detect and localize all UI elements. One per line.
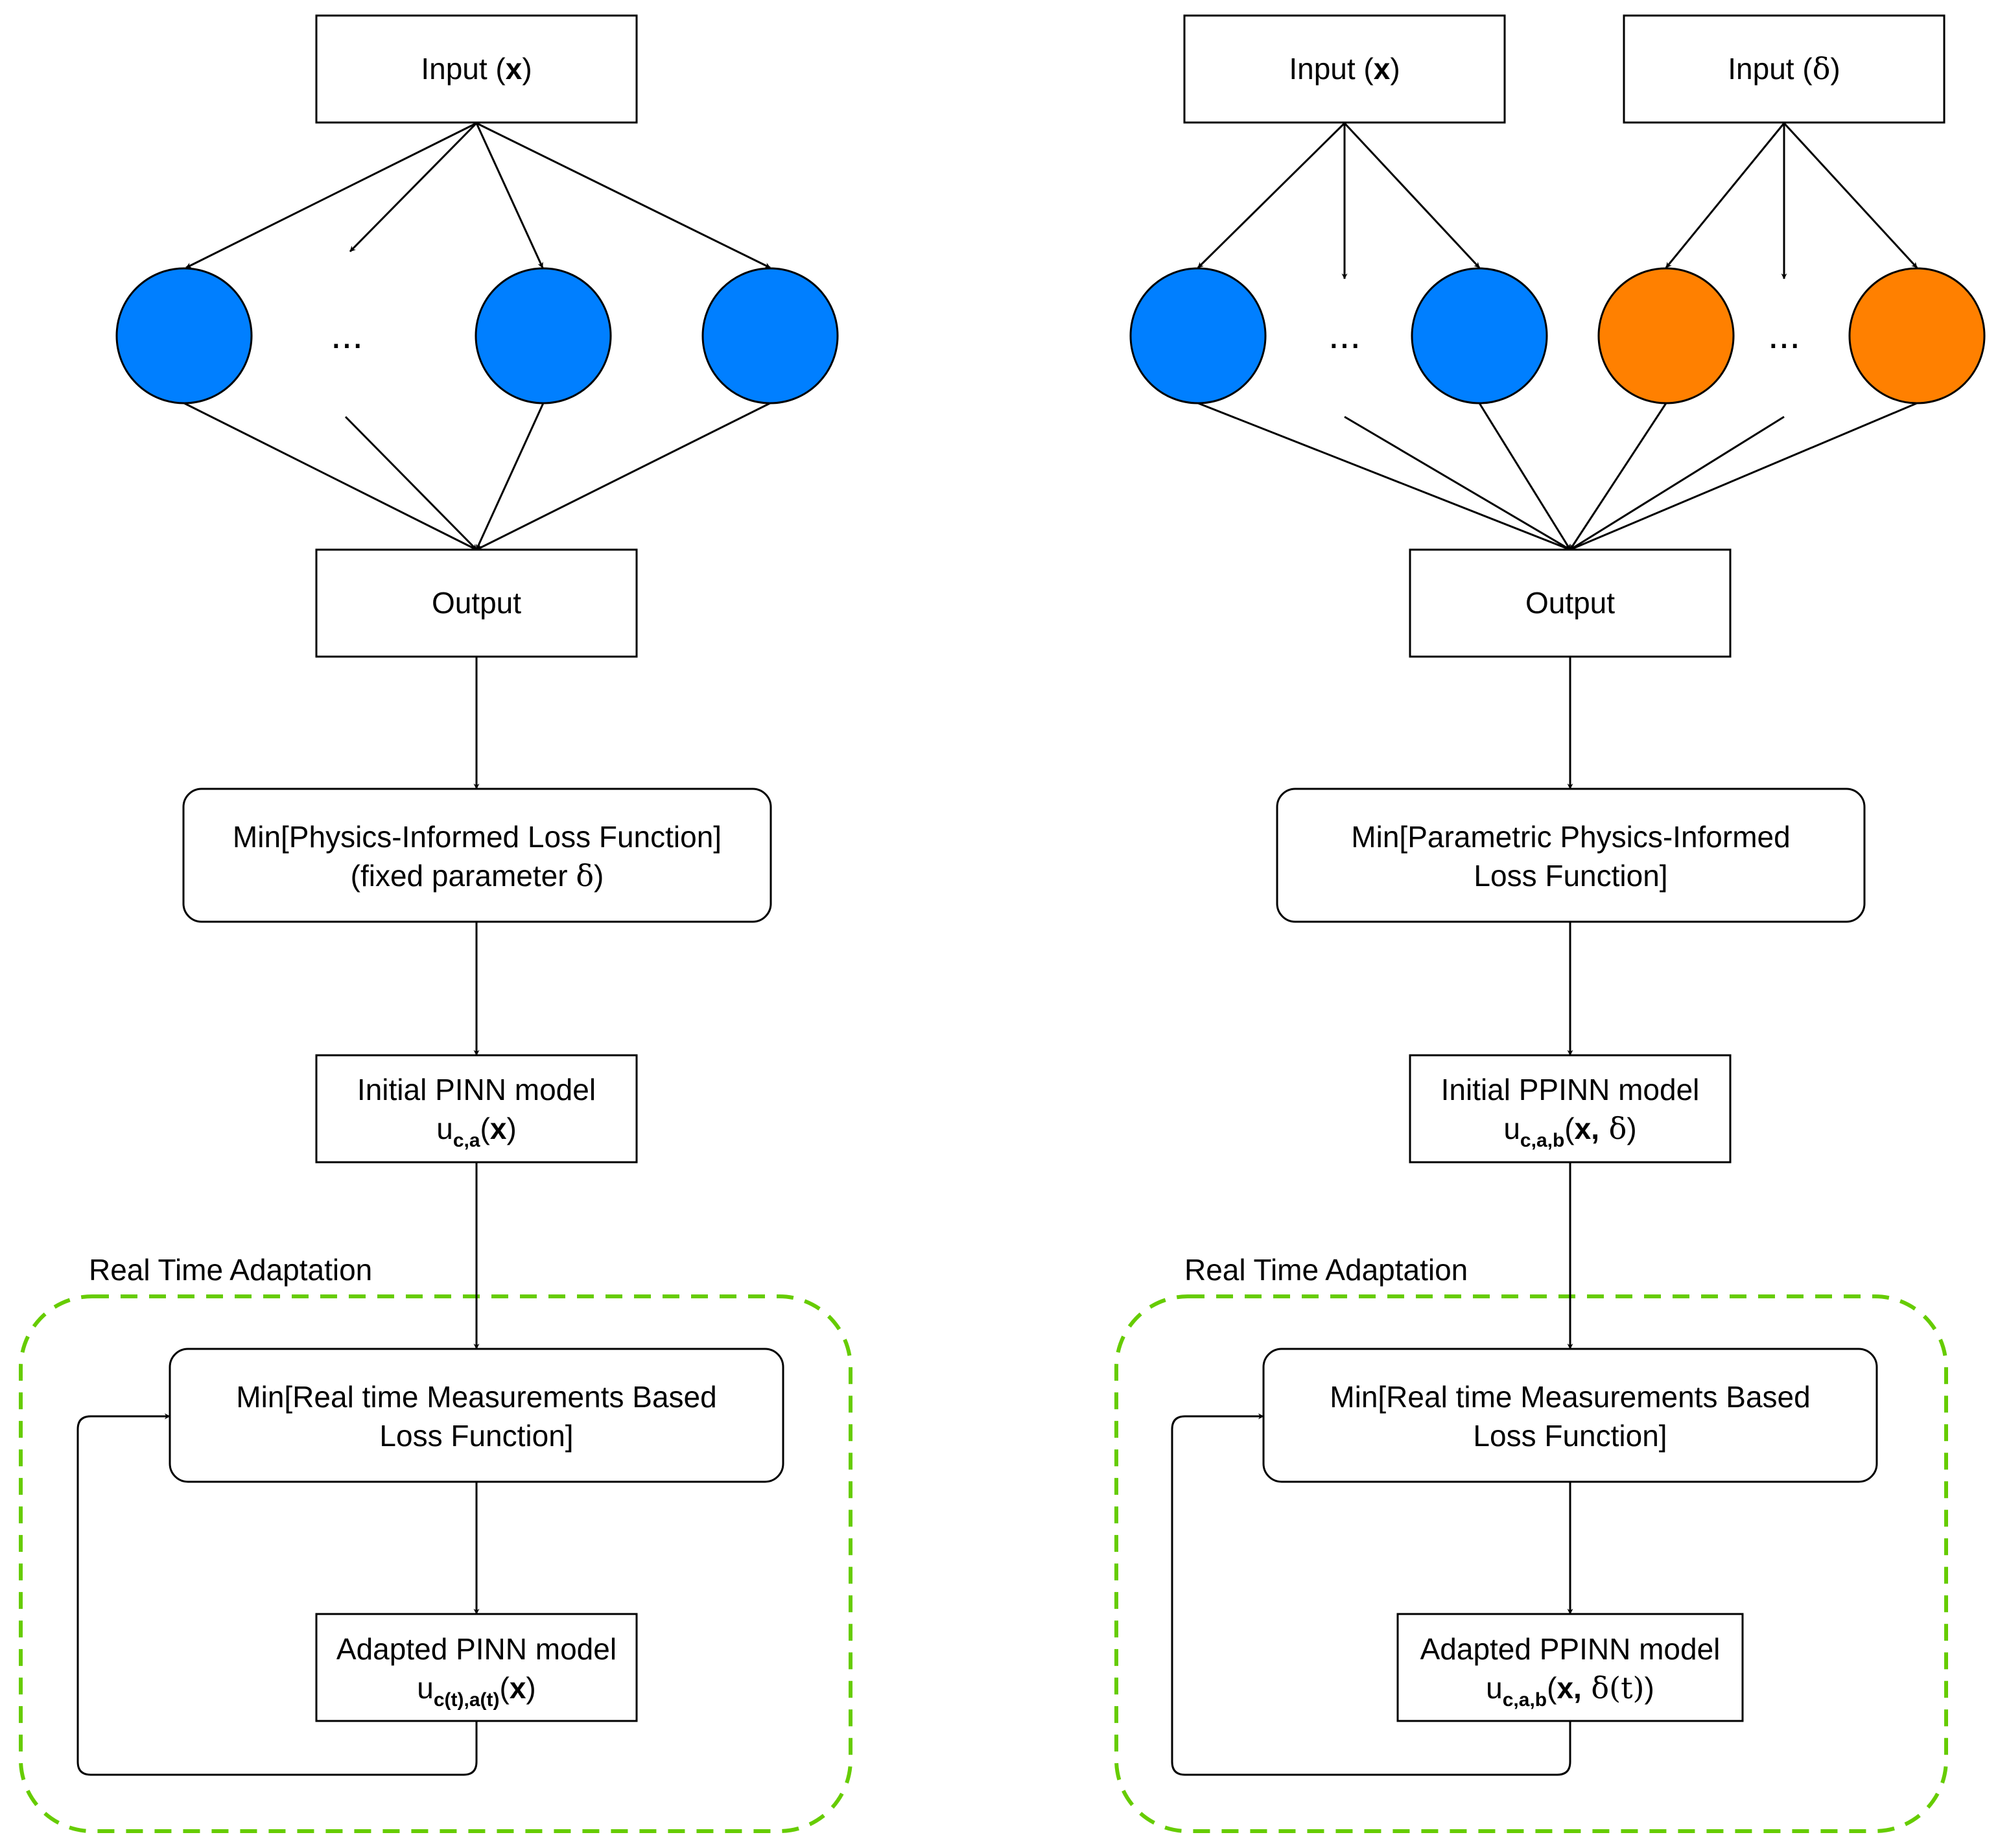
svg-text:Output: Output bbox=[1525, 586, 1615, 620]
svg-text:Loss Function]: Loss Function] bbox=[379, 1419, 573, 1453]
right-orange-node-1 bbox=[1597, 267, 1735, 404]
left-output-node: Output bbox=[315, 548, 638, 658]
left-blue-node-3 bbox=[701, 267, 839, 404]
svg-text:Adapted PPINN model: Adapted PPINN model bbox=[1420, 1632, 1721, 1666]
svg-text:Min[Real time Measurements Bas: Min[Real time Measurements Based bbox=[1330, 1380, 1810, 1414]
left-real-time-adaptation-label: Real Time Adaptation bbox=[89, 1253, 372, 1287]
svg-text:Min[Parametric Physics-Informe: Min[Parametric Physics-Informed bbox=[1351, 820, 1790, 854]
svg-text:(fixed parameter δ): (fixed parameter δ) bbox=[351, 858, 604, 893]
right-blue-ellipsis: ... bbox=[1328, 313, 1361, 357]
svg-text:Loss Function]: Loss Function] bbox=[1473, 1419, 1667, 1453]
right-hidden-layer: ... ... bbox=[1129, 267, 1986, 404]
svg-text:Min[Real time Measurements Bas: Min[Real time Measurements Based bbox=[236, 1380, 716, 1414]
svg-text:Output: Output bbox=[432, 586, 521, 620]
right-realtime-loss-node: Min[Real time Measurements Based Loss Fu… bbox=[1262, 1348, 1878, 1483]
svg-text:Loss Function]: Loss Function] bbox=[1474, 859, 1667, 893]
left-hidden-layer: ... bbox=[115, 267, 839, 404]
right-orange-ellipsis: ... bbox=[1768, 313, 1800, 357]
right-parametric-loss-node: Min[Parametric Physics-Informed Loss Fun… bbox=[1276, 788, 1866, 923]
right-real-time-adaptation-label: Real Time Adaptation bbox=[1184, 1253, 1468, 1287]
right-orange-node-2 bbox=[1848, 267, 1986, 404]
left-adapted-pinn-node: Adapted PINN model uc(t),a(t)(x) bbox=[315, 1613, 638, 1722]
svg-text:Input (x): Input (x) bbox=[421, 52, 532, 86]
right-input-delta-edges bbox=[1665, 122, 1918, 279]
svg-text:uc,a,b(x, δ): uc,a,b(x, δ) bbox=[1503, 1111, 1636, 1151]
left-physics-loss-node: Min[Physics-Informed Loss Function] (fix… bbox=[182, 788, 772, 923]
left-feedback-loop-edge bbox=[76, 1413, 478, 1776]
left-input-edges bbox=[185, 122, 771, 269]
svg-text:Initial PPINN model: Initial PPINN model bbox=[1441, 1073, 1700, 1106]
left-blue-node-2 bbox=[475, 267, 612, 404]
svg-text:Min[Physics-Informed Loss Func: Min[Physics-Informed Loss Function] bbox=[233, 820, 722, 854]
right-output-node: Output bbox=[1409, 548, 1732, 658]
right-ppinn-diagram: Real Time Adaptation Input (x) Input (δ)… bbox=[1114, 14, 1986, 1833]
right-blue-node-2 bbox=[1411, 267, 1548, 404]
right-input-x-node: Input (x) bbox=[1183, 14, 1506, 124]
svg-text:Initial PINN model: Initial PINN model bbox=[357, 1073, 596, 1106]
right-feedback-loop-edge bbox=[1171, 1413, 1571, 1776]
right-initial-ppinn-node: Initial PPINN model uc,a,b(x, δ) bbox=[1409, 1054, 1732, 1164]
right-adapted-ppinn-node: Adapted PPINN model uc,a,b(x, δ(t)) bbox=[1396, 1613, 1744, 1722]
left-realtime-loss-node: Min[Real time Measurements Based Loss Fu… bbox=[169, 1348, 784, 1483]
svg-text:Input (x): Input (x) bbox=[1289, 52, 1400, 86]
right-real-time-adaptation-region bbox=[1114, 1294, 1948, 1833]
left-output-edges bbox=[183, 402, 771, 551]
left-initial-pinn-node: Initial PINN model uc,a(x) bbox=[315, 1054, 638, 1164]
left-hidden-ellipsis: ... bbox=[331, 313, 363, 357]
right-input-delta-node: Input (δ) bbox=[1623, 14, 1945, 124]
left-input-x-node: Input (x) bbox=[315, 14, 638, 124]
right-input-x-edges bbox=[1197, 122, 1481, 279]
left-blue-node-1 bbox=[115, 267, 253, 404]
svg-text:uc,a(x): uc,a(x) bbox=[436, 1112, 517, 1151]
svg-text:uc(t),a(t)(x): uc(t),a(t)(x) bbox=[417, 1671, 536, 1711]
right-output-edges bbox=[1197, 402, 1918, 551]
svg-text:Input (δ): Input (δ) bbox=[1728, 51, 1840, 86]
svg-text:Adapted PINN model: Adapted PINN model bbox=[336, 1632, 617, 1666]
right-blue-node-1 bbox=[1129, 267, 1267, 404]
left-pinn-diagram: Real Time Adaptation Input (x) ... bbox=[19, 14, 852, 1833]
svg-text:uc,a,b(x, δ(t)): uc,a,b(x, δ(t)) bbox=[1486, 1670, 1654, 1711]
left-real-time-adaptation-region bbox=[19, 1294, 852, 1833]
